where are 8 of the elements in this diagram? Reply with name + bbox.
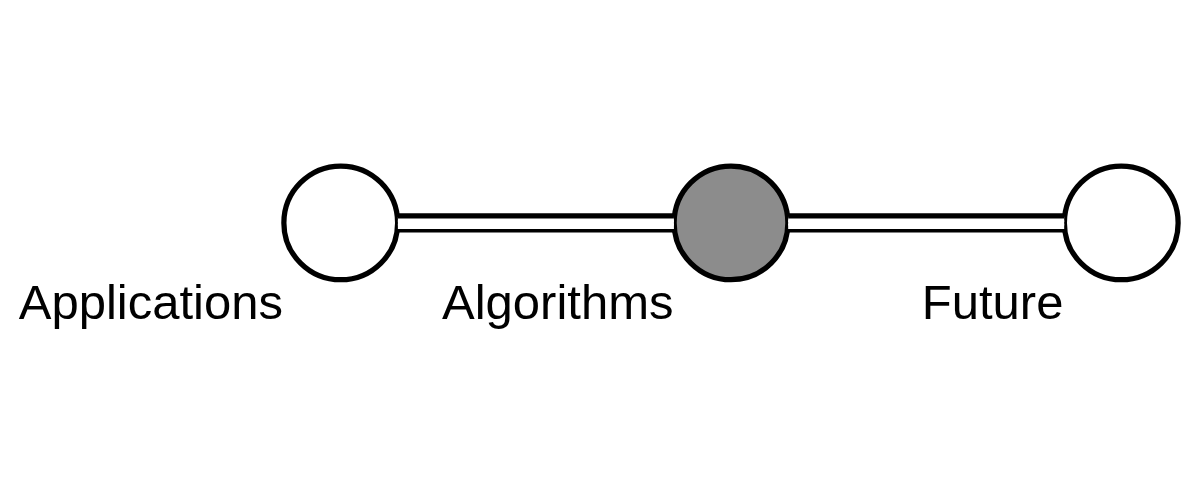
connector [397, 212, 674, 232]
connector [788, 212, 1065, 232]
node-circle [671, 162, 791, 282]
node-label: Algorithms [442, 274, 674, 329]
node-circle [1061, 162, 1181, 282]
node-circle [281, 162, 401, 282]
node-label: Applications [18, 274, 283, 329]
node-label: Future [921, 274, 1064, 329]
